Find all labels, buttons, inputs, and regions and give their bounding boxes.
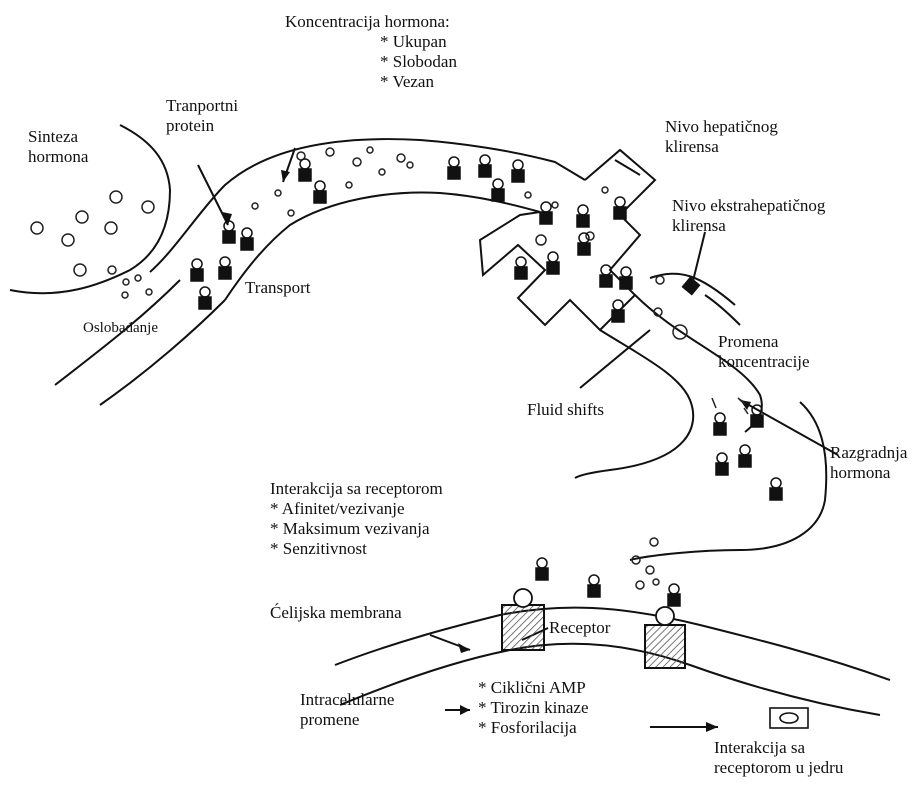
extrahepatic-line: Nivo ekstrahepatičnog (672, 196, 825, 216)
cell-membrane-inner (340, 644, 880, 715)
receptor-interaction-label: Interakcija sa receptorom * Afinitet/vez… (270, 479, 443, 559)
target-cell-left (630, 550, 740, 560)
concentration-item: * Ukupan (285, 32, 457, 52)
intracellular-line: Intracelularne (300, 690, 394, 710)
receptor-2-hormone (656, 607, 674, 625)
liver-cross (480, 150, 655, 330)
arrow-to-transport-protein (198, 165, 228, 225)
nuclear-line: Interakcija sa (714, 738, 843, 758)
intracellular-changes-label: Intracelularne promene (300, 690, 394, 730)
receptor-label: Receptor (549, 618, 610, 638)
degradation-line: Razgradnja (830, 443, 907, 463)
signaling-item: * Fosforilacija (478, 718, 589, 738)
transport-protein-line: Tranportni (166, 96, 238, 116)
hepatic-clearance-label: Nivo hepatičnog klirensa (665, 117, 778, 157)
vessel-arch-outer (150, 139, 585, 272)
extrahepatic-vessel-bottom (705, 295, 740, 325)
arrow-extrahepatic (692, 232, 705, 285)
nuclear-line: receptorom u jedru (714, 758, 843, 778)
concentration-item: * Vezan (285, 72, 457, 92)
receptor-interaction-item: * Senzitivnost (270, 539, 443, 559)
receptor-interaction-item: * Maksimum vezivanja (270, 519, 443, 539)
hormone-concentration-label: Koncentracija hormona: * Ukupan * Slobod… (285, 12, 457, 92)
signaling-item: * Ciklični AMP (478, 678, 589, 698)
receptor-interaction-title: Interakcija sa receptorom (270, 479, 443, 499)
intracellular-line: promene (300, 710, 394, 730)
cell-membrane-label: Ćelijska membrana (270, 603, 402, 623)
hormone-degradation-label: Razgradnja hormona (830, 443, 907, 483)
vessel-wall-lower-2 (100, 300, 225, 405)
receptor-1-hormone (514, 589, 532, 607)
extrahepatic-line: klirensa (672, 216, 825, 236)
signaling-list: * Ciklični AMP * Tirozin kinaze * Fosfor… (478, 678, 589, 738)
hormone-concentration-title: Koncentracija hormona: (285, 12, 457, 32)
receptor-2 (645, 625, 685, 668)
degradation-line: hormona (830, 463, 907, 483)
transport-protein-label: Tranportni protein (166, 96, 238, 136)
receptor-1 (502, 605, 544, 650)
cell-membrane-outer (335, 608, 890, 680)
nuclear-receptor-label: Interakcija sa receptorom u jedru (714, 738, 843, 778)
signaling-item: * Tirozin kinaze (478, 698, 589, 718)
synthesis-line: Sinteza (28, 127, 88, 147)
release-label: Oslobađanje (83, 318, 158, 338)
arrow-hepatic (615, 160, 640, 175)
change-line: koncentracije (718, 352, 810, 372)
transport-label: Transport (245, 278, 311, 298)
transport-protein-line: protein (166, 116, 238, 136)
hepatic-line: Nivo hepatičnog (665, 117, 778, 137)
synthesis-line: hormona (28, 147, 88, 167)
hepatic-line: klirensa (665, 137, 778, 157)
concentration-item: * Slobodan (285, 52, 457, 72)
extrahepatic-clearance-label: Nivo ekstrahepatičnog klirensa (672, 196, 825, 236)
change-line: Promena (718, 332, 810, 352)
hormone-synthesis-label: Sinteza hormona (28, 127, 88, 167)
nucleus-icon (770, 708, 808, 728)
fluid-shifts-label: Fluid shifts (527, 400, 604, 420)
concentration-change-label: Promena koncentracije (718, 332, 810, 372)
receptor-interaction-item: * Afinitet/vezivanje (270, 499, 443, 519)
